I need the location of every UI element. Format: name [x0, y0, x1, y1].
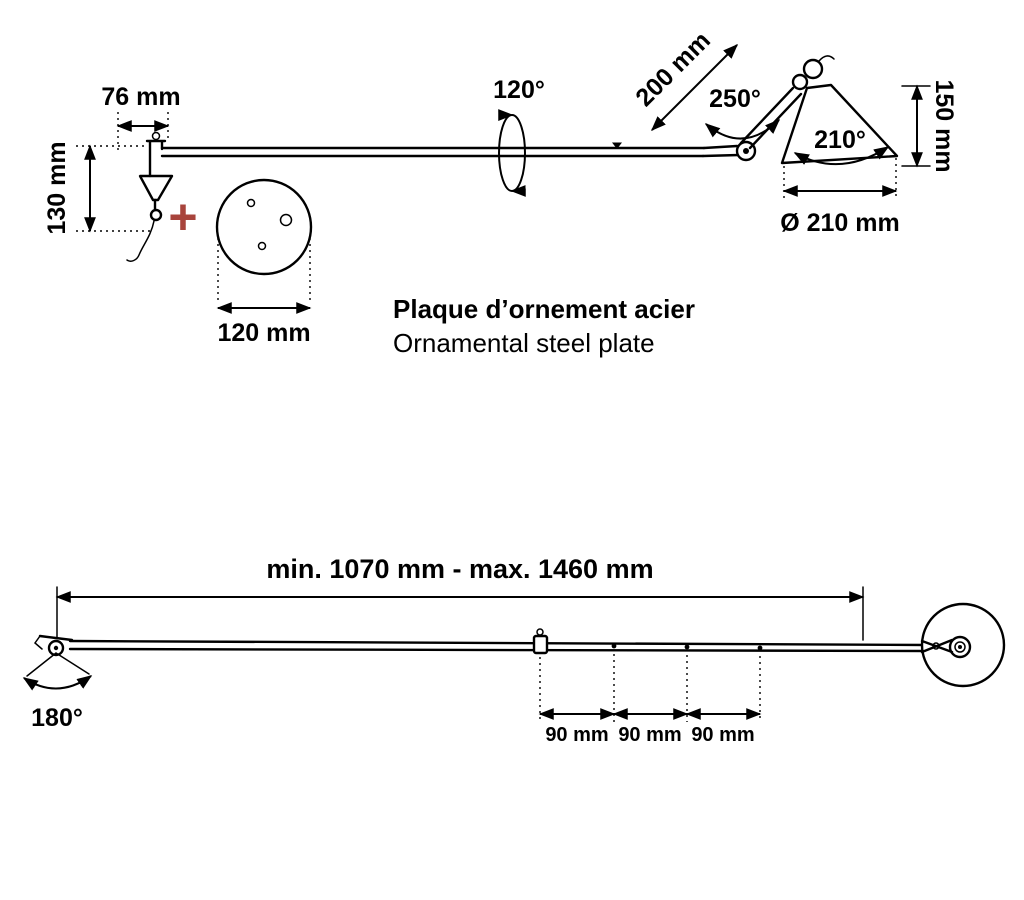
dim-90-label-2: 90 mm — [618, 724, 681, 746]
forearm-link — [701, 144, 741, 158]
main-arm — [160, 142, 706, 158]
shade-cone — [780, 83, 899, 165]
rivet-2 — [684, 644, 690, 650]
dim-210deg-arc — [793, 146, 890, 166]
dim-d210-label: Ø 210 mm — [780, 209, 900, 237]
mid-clamp-knob — [536, 628, 544, 636]
dim-elbow-rotation: 250° — [704, 85, 781, 140]
left-end-bar — [38, 634, 74, 642]
socket-hook — [818, 55, 835, 62]
mid-clamp — [532, 634, 549, 655]
arm-notch — [612, 142, 622, 149]
main-arm-tube — [160, 146, 706, 158]
hub-pin — [958, 645, 962, 649]
plus-sign: + — [168, 189, 197, 245]
link-pin — [932, 642, 940, 650]
telescopic-arm — [33, 628, 930, 657]
shade-rear-view — [920, 602, 1006, 688]
dim-bracket-width: 76 mm — [101, 83, 181, 152]
telescopic-arm-tube — [68, 639, 930, 653]
dim-180-label: 180° — [31, 704, 83, 732]
dim-120deg-label: 120° — [493, 76, 545, 104]
dim-130-label: 130 mm — [43, 141, 71, 234]
swivel-range-lines — [26, 652, 90, 677]
bracket-screw — [151, 131, 161, 141]
rotation-ellipse-right — [510, 114, 526, 197]
dim-120-extension-lines — [217, 238, 311, 302]
dim-shade-rotation: 210° — [793, 126, 890, 166]
plate-hole-2 — [279, 213, 293, 227]
dim-90-label-3: 90 mm — [691, 724, 754, 746]
bracket-cone — [138, 174, 174, 202]
dim-shade-height: 150 mm — [901, 79, 958, 173]
head-knuckle — [791, 73, 809, 91]
wall-bracket — [126, 131, 174, 262]
dim-90-label-1: 90 mm — [545, 724, 608, 746]
dim-total-extension-lines — [56, 586, 864, 641]
dim-210deg-label: 210° — [814, 126, 866, 154]
left-end-hook — [33, 635, 43, 650]
socket-ring — [802, 58, 824, 80]
plate-title-fr: Plaque d’ornement acier — [393, 294, 695, 324]
dim-200-arrow — [650, 43, 739, 132]
top-view-lamp-drawing: 76 mm 130 mm 120° 200 mm 250° 210° — [43, 26, 958, 358]
dim-120-label: 120 mm — [217, 319, 310, 347]
dim-swivel-angle: 180° — [22, 652, 93, 732]
bracket-body — [145, 139, 167, 178]
bracket-ball — [149, 208, 163, 222]
plate-title-en: Ornamental steel plate — [393, 328, 655, 358]
dim-segments: 90 mm 90 mm 90 mm — [538, 654, 762, 746]
link-cross — [920, 638, 954, 654]
arm-rotation-indicator — [498, 109, 526, 197]
bottom-view-arm-drawing: min. 1070 mm - max. 1460 mm — [22, 554, 1006, 746]
plate-hole-1 — [246, 198, 256, 208]
shade-disc — [920, 602, 1006, 688]
dim-arm-length: 200 mm — [630, 26, 739, 132]
rivet-1 — [611, 643, 617, 649]
rotation-ellipse-left — [498, 109, 514, 192]
ornamental-plate: 120 mm — [215, 178, 313, 347]
dim-d210-extension-lines — [783, 158, 897, 200]
plate-hole-3 — [257, 241, 267, 251]
left-pivot-pin — [53, 645, 59, 651]
dim-250-arc — [704, 118, 781, 140]
dim-250-label: 250° — [709, 85, 761, 113]
dim-180-arc — [22, 675, 93, 691]
rivet-3 — [757, 645, 763, 651]
dim-bracket-height: 130 mm — [43, 141, 150, 235]
hub-outer — [948, 635, 972, 659]
hub-inner — [954, 641, 966, 653]
lamp-shade — [780, 83, 899, 165]
dim-76-label: 76 mm — [101, 83, 180, 111]
plate-circle — [215, 178, 313, 276]
dim-90-extension-lines — [539, 654, 761, 722]
dim-130-extension-lines — [76, 145, 150, 232]
power-cable — [126, 220, 155, 262]
dim-200-label: 200 mm — [630, 26, 716, 112]
elbow-pin — [743, 148, 749, 154]
dim-total-length-label: min. 1070 mm - max. 1460 mm — [266, 554, 653, 584]
dim-150-label: 150 mm — [930, 79, 958, 172]
dim-total-length: min. 1070 mm - max. 1460 mm — [55, 554, 865, 641]
dim-shade-diameter: Ø 210 mm — [780, 158, 900, 237]
